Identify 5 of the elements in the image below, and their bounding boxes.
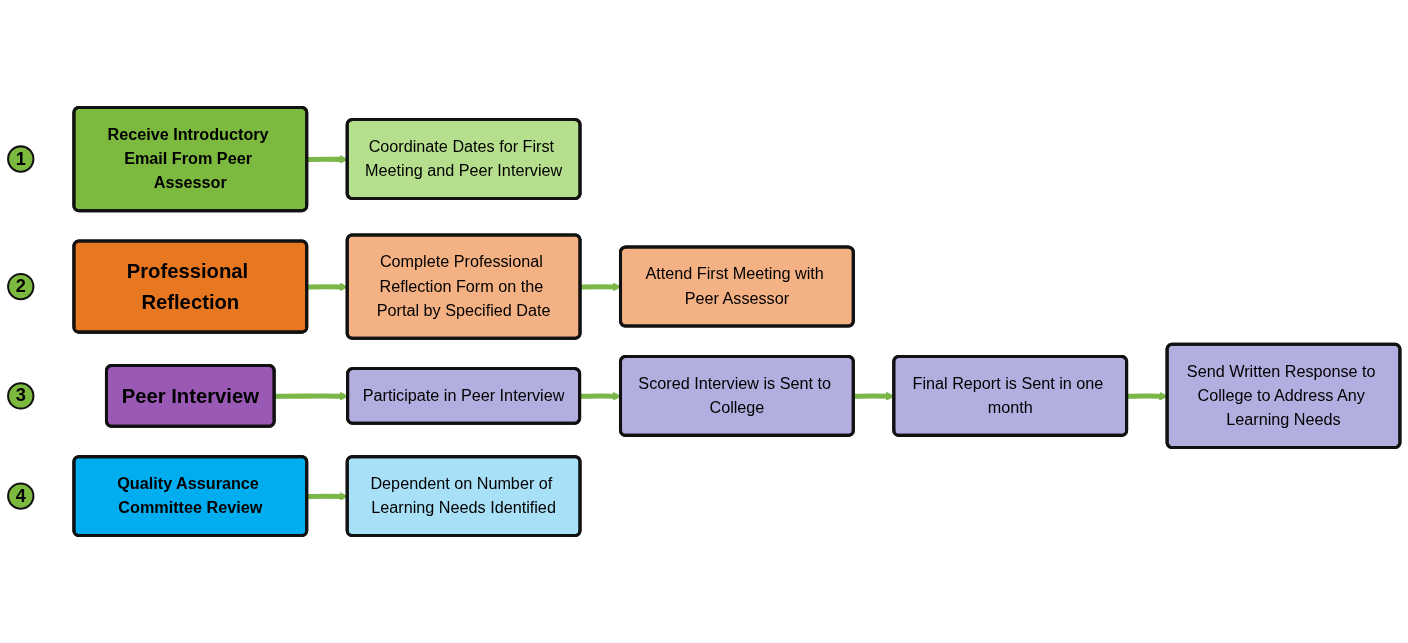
node-circle: 4 (7, 482, 35, 510)
node-circle: 3 (7, 382, 35, 410)
arrow (580, 282, 622, 292)
node-circle: 2 (7, 272, 35, 301)
node-circle: 1 (7, 145, 35, 173)
